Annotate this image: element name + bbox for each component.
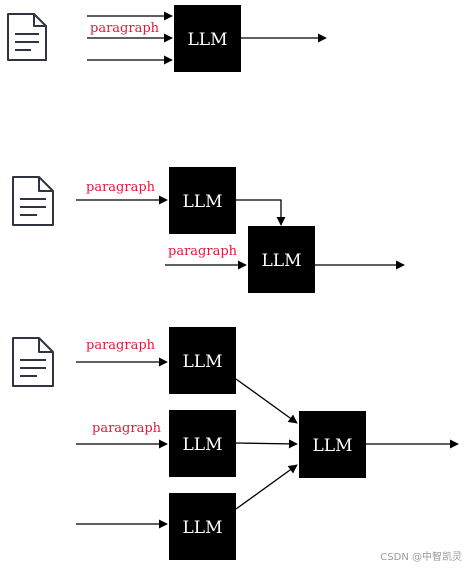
llm-box-1 <box>174 5 241 72</box>
watermark: CSDN @中智凯灵 <box>380 552 462 563</box>
llm-box-6 <box>169 493 236 560</box>
paragraph-label-3: paragraph <box>168 244 238 259</box>
llm-box-3 <box>248 226 315 293</box>
llm-label-5: LLM <box>183 435 223 455</box>
merge-arrow-middle <box>235 439 298 449</box>
merge-arrow-bottom <box>235 464 298 510</box>
document-icon-3 <box>12 337 54 387</box>
paragraph-label-2: paragraph <box>86 180 156 195</box>
merge-arrow-top <box>235 378 298 424</box>
llm-label-4: LLM <box>183 352 223 372</box>
llm-box-2 <box>169 167 236 234</box>
llm-box-7 <box>299 411 366 478</box>
llm-label-1: LLM <box>188 30 228 50</box>
document-icon-1 <box>7 13 47 61</box>
paragraph-label-5: paragraph <box>92 421 162 436</box>
llm-label-6: LLM <box>183 518 223 538</box>
llm-label-2: LLM <box>183 192 223 212</box>
document-icon-2 <box>12 176 54 226</box>
llm-label-7: LLM <box>313 436 353 456</box>
llm-box-5 <box>169 410 236 477</box>
paragraph-label-4: paragraph <box>86 338 156 353</box>
llm-label-3: LLM <box>262 251 302 271</box>
paragraph-label-1: paragraph <box>90 21 160 36</box>
chain-arrow-2 <box>236 199 286 226</box>
llm-box-4 <box>169 327 236 394</box>
